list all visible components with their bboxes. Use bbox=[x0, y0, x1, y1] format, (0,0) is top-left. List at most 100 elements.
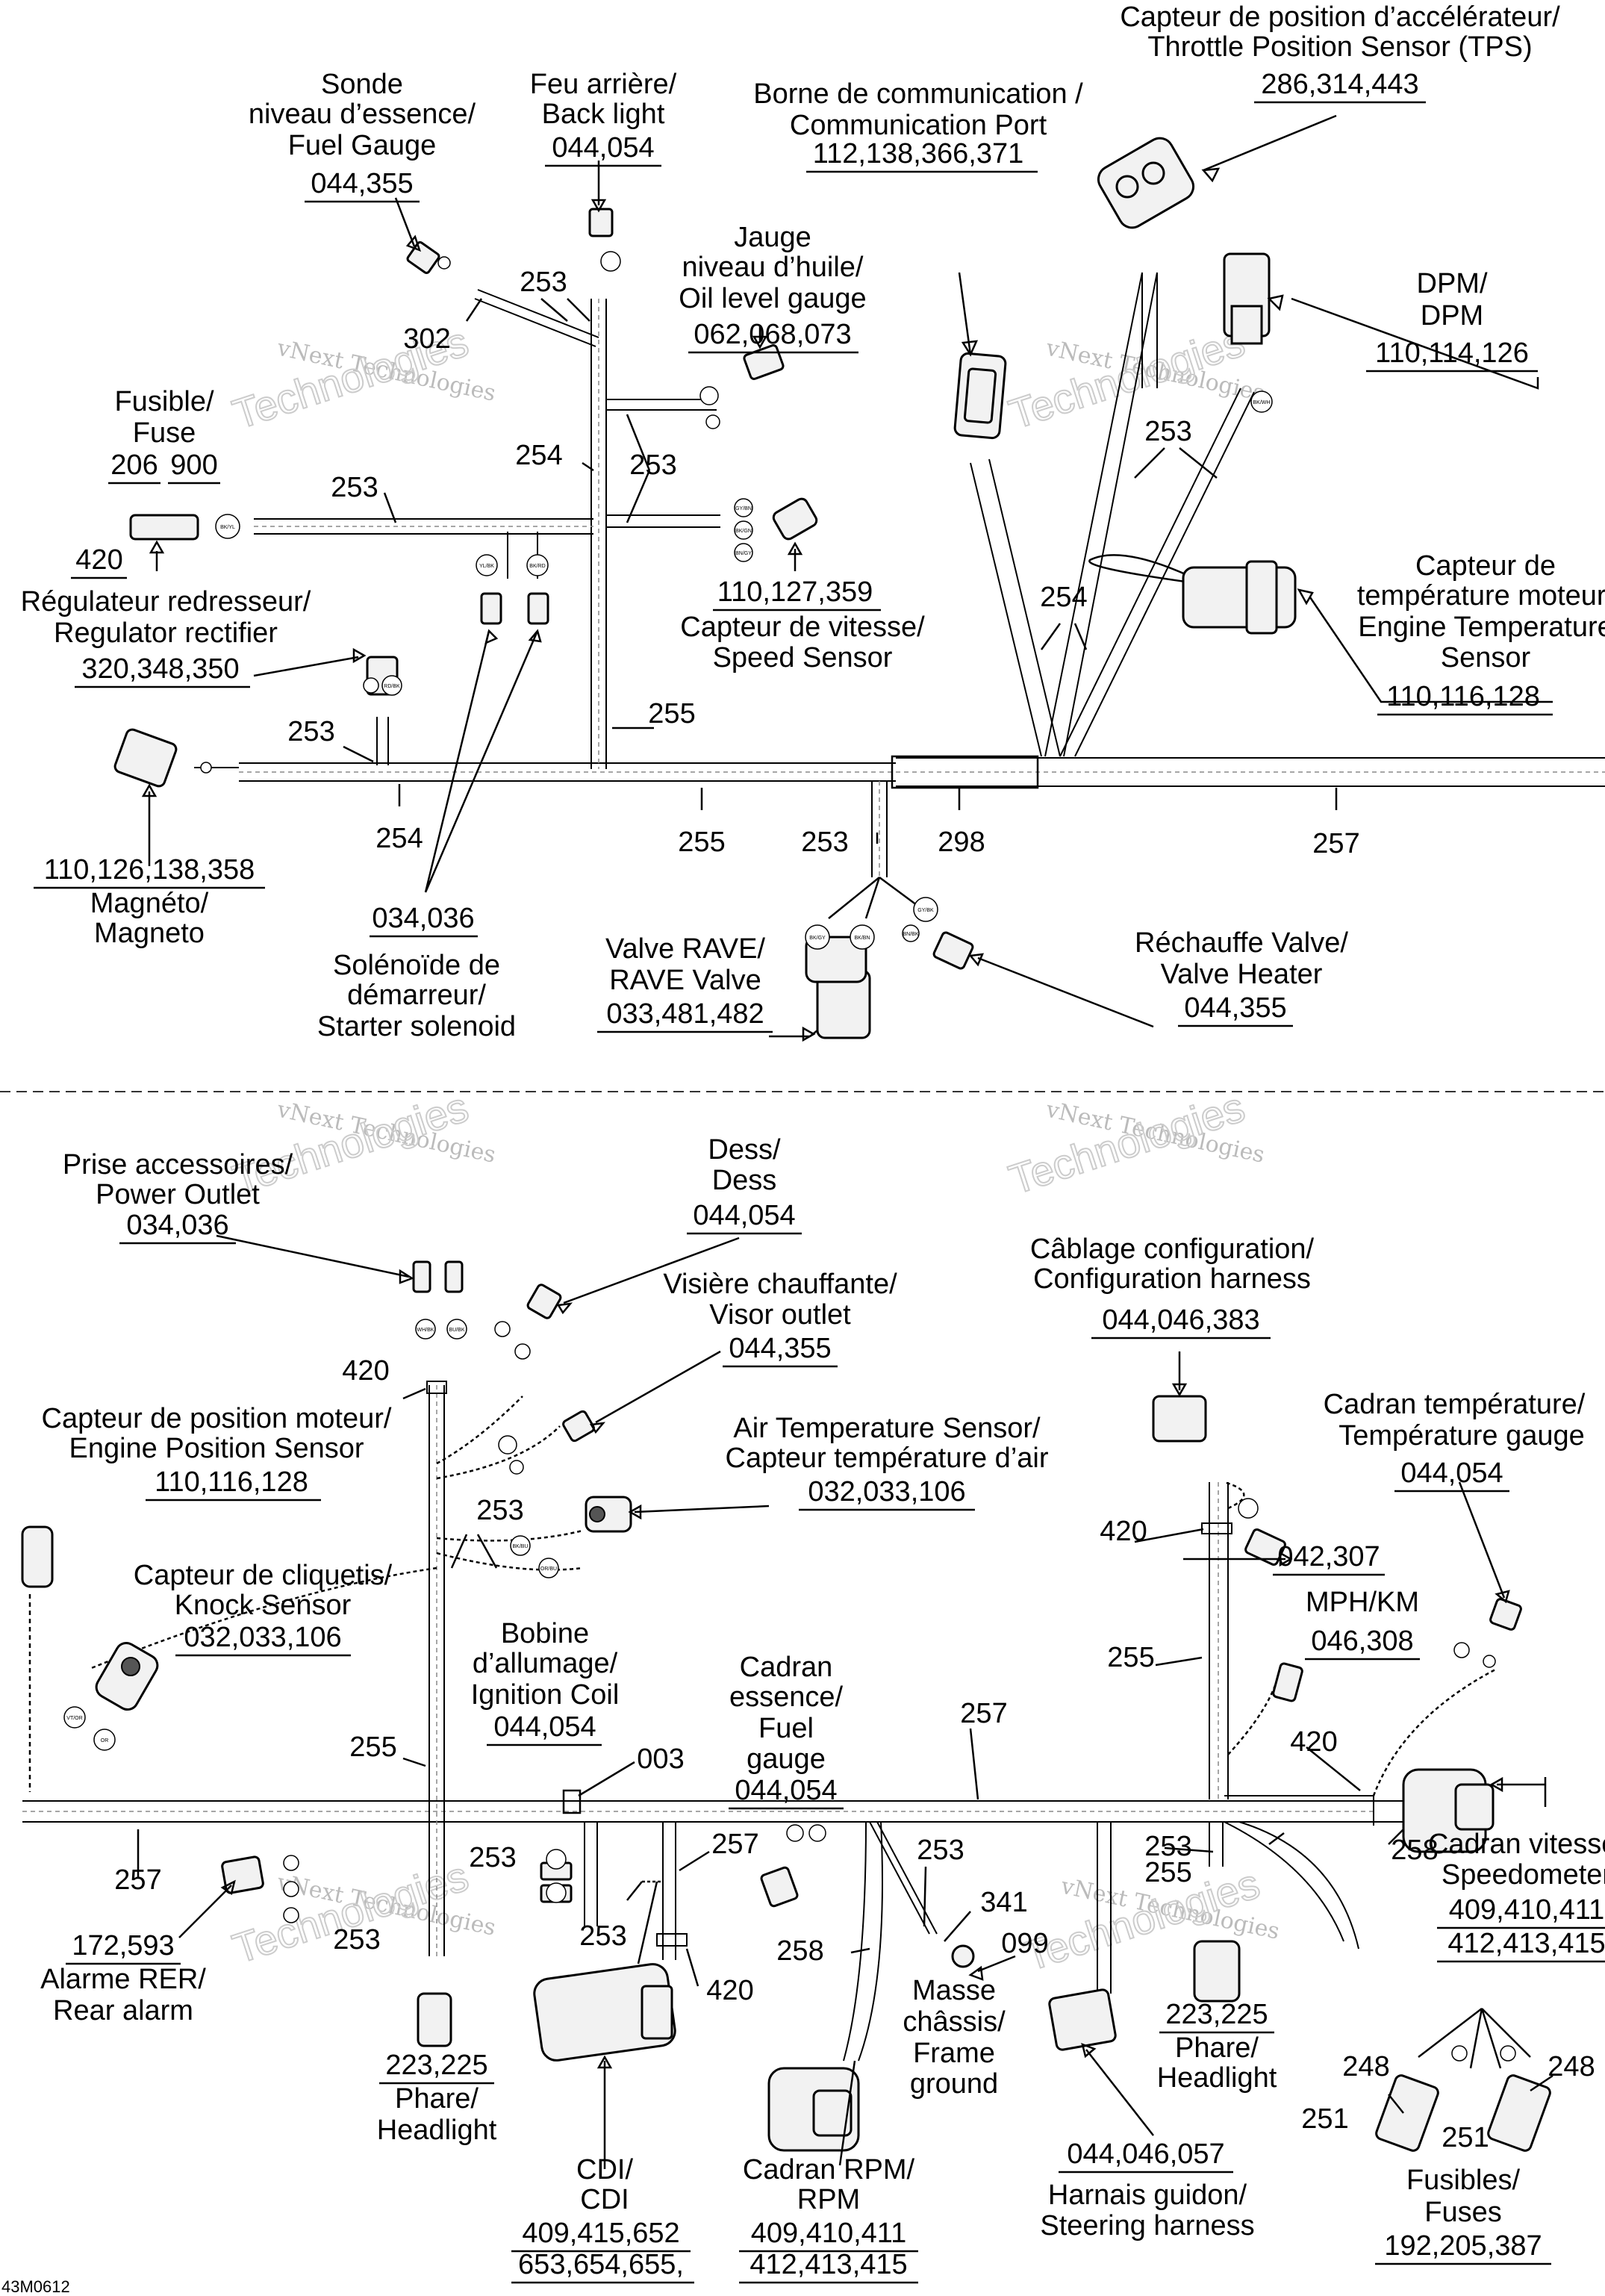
mph-label: MPH/KM bbox=[1306, 1587, 1419, 1618]
wire-color-tag: VT/OR bbox=[66, 1716, 82, 1721]
dpm-label: DPM bbox=[1421, 300, 1483, 332]
fuse-holder-left bbox=[1375, 2074, 1439, 2152]
dess-refs: 044,054 bbox=[693, 1200, 795, 1231]
regulator-refs: 320,348,350 bbox=[81, 653, 239, 685]
part-number: 253 bbox=[331, 472, 378, 503]
part-number: 298 bbox=[938, 827, 985, 858]
top-connectors bbox=[113, 137, 1297, 1039]
fuses-label: Fuses bbox=[1424, 2197, 1501, 2228]
engine-temp-label: Sensor bbox=[1441, 642, 1531, 673]
part-number: 003 bbox=[637, 1743, 684, 1775]
wire-color-tag: BK/GN bbox=[735, 529, 752, 534]
dpm-connector bbox=[1223, 252, 1271, 345]
top-color-tags bbox=[200, 251, 1273, 950]
steering-harness-connector bbox=[1048, 1988, 1117, 2051]
part-number: 253 bbox=[801, 827, 848, 858]
part-number: 258 bbox=[1391, 1835, 1438, 1866]
ground-label: Masse bbox=[912, 1975, 996, 2006]
ground-num-341: 341 bbox=[980, 1887, 1027, 1918]
dpm-label: DPM/ bbox=[1417, 268, 1488, 299]
fuse-num-420: 420 bbox=[75, 544, 122, 576]
speedo-label: Cadran vitesse/ bbox=[1428, 1829, 1605, 1860]
wire-color-tag: BK/BU bbox=[512, 1544, 528, 1549]
fuse-label: Fusible/ bbox=[114, 386, 214, 417]
part-number: 420 bbox=[1290, 1726, 1337, 1758]
speed-sensor-label: Capteur de vitesse/ bbox=[680, 612, 925, 643]
headlight-right-refs: 223,225 bbox=[1165, 1999, 1268, 2030]
knock-refs: 032,033,106 bbox=[184, 1622, 341, 1653]
part-number: 257 bbox=[1312, 828, 1359, 859]
wire-color-tag: YL/BK bbox=[479, 564, 494, 569]
rave-refs: 033,481,482 bbox=[606, 998, 764, 1030]
knock-label: Knock Sensor bbox=[175, 1590, 352, 1621]
ground-label: Frame bbox=[913, 2038, 995, 2069]
valve-heater-label: Réchauffe Valve/ bbox=[1135, 927, 1348, 959]
steering-label: Harnais guidon/ bbox=[1048, 2180, 1247, 2211]
engine-pos-label: Engine Position Sensor bbox=[69, 1433, 364, 1464]
coil-label: d’allumage/ bbox=[473, 1648, 618, 1679]
part-number: 257 bbox=[711, 1829, 758, 1860]
rpm-label: RPM bbox=[797, 2184, 860, 2215]
knock-label: Capteur de cliquetis/ bbox=[134, 1560, 393, 1591]
wire-color-tag: OR bbox=[101, 1738, 109, 1743]
oil-gauge-label: Oil level gauge bbox=[679, 283, 866, 314]
fuse-num-248: 248 bbox=[1548, 2051, 1595, 2082]
knock-sensor-connector bbox=[95, 1641, 159, 1711]
fuse-num-900: 900 bbox=[170, 449, 217, 481]
rave-label: Valve RAVE/ bbox=[605, 933, 765, 965]
wire-color-tag: BK/RD bbox=[529, 564, 545, 569]
fuse-num-251: 251 bbox=[1301, 2103, 1348, 2135]
config-label: Configuration harness bbox=[1033, 1263, 1311, 1295]
part-number: 253 bbox=[287, 716, 334, 747]
temp-gauge-connector bbox=[1489, 1598, 1522, 1631]
starter-solenoid-terminal bbox=[480, 592, 502, 625]
part-number: 255 bbox=[678, 827, 725, 858]
engine-pos-refs: 110,116,128 bbox=[155, 1466, 308, 1498]
temp-gauge-label: Température gauge bbox=[1338, 1420, 1585, 1452]
comm-port-label: Communication Port bbox=[790, 110, 1047, 141]
part-number: 255 bbox=[648, 698, 695, 729]
coil-refs: 044,054 bbox=[493, 1711, 596, 1743]
dpm-refs: 110,114,126 bbox=[1375, 337, 1529, 369]
mph-connector-2 bbox=[1272, 1662, 1303, 1702]
rpm-refs: 412,413,415 bbox=[749, 2249, 907, 2280]
valve-heater-refs: 044,355 bbox=[1184, 992, 1286, 1024]
steering-label: Steering harness bbox=[1040, 2210, 1254, 2241]
speed-sensor-refs: 110,127,359 bbox=[717, 576, 873, 608]
wire-color-tag: GY/BN bbox=[735, 506, 752, 511]
part-number: 253 bbox=[579, 1920, 626, 1952]
dess-label: Dess/ bbox=[708, 1134, 781, 1166]
figure-code: 43M0612 bbox=[1, 2277, 70, 2296]
top-leaders bbox=[141, 114, 1553, 1042]
mph-refs-b: 046,308 bbox=[1311, 1625, 1413, 1657]
fuse-connector bbox=[129, 514, 199, 541]
wire-color-tag: OR/BU bbox=[540, 1567, 557, 1572]
part-number: 255 bbox=[349, 1732, 396, 1763]
magneto-label: Magneto bbox=[94, 918, 205, 949]
wire-color-tag: BK/WH bbox=[1253, 400, 1271, 405]
cdi-refs: 409,415,652 bbox=[522, 2218, 679, 2249]
air-temp-label: Air Temperature Sensor/ bbox=[733, 1413, 1041, 1444]
power-outlet-label: Power Outlet bbox=[96, 1179, 260, 1210]
frame-ground-ring bbox=[951, 1944, 975, 1968]
tps-connector bbox=[1097, 137, 1195, 229]
visor-refs: 044,355 bbox=[729, 1333, 831, 1364]
rear-alarm-label: Alarme RER/ bbox=[40, 1964, 206, 1995]
fuse-holder-right bbox=[1487, 2074, 1551, 2152]
part-number: 253 bbox=[917, 1835, 964, 1866]
fuse-num-251: 251 bbox=[1442, 2122, 1489, 2153]
ground-num-099: 099 bbox=[1001, 1928, 1048, 1959]
fuse-num-206: 206 bbox=[110, 449, 158, 481]
engine-position-connector bbox=[21, 1525, 54, 1588]
headlight-left-label: Phare/ bbox=[395, 2083, 479, 2115]
starter-label: Solénoïde de bbox=[333, 950, 500, 981]
bottom-color-tags bbox=[63, 1319, 1516, 2062]
rave-valve-connector bbox=[805, 936, 871, 1039]
magneto-refs: 110,126,138,358 bbox=[44, 854, 255, 886]
speed-sensor-connector bbox=[772, 497, 818, 541]
headlight-right-label: Headlight bbox=[1157, 2062, 1277, 2094]
fuel-sensor-label: niveau d’essence/ bbox=[249, 99, 476, 130]
fuel-sensor-label: Sonde bbox=[321, 69, 403, 100]
visor-label: Visor outlet bbox=[709, 1299, 851, 1331]
part-number: 253 bbox=[520, 267, 567, 298]
